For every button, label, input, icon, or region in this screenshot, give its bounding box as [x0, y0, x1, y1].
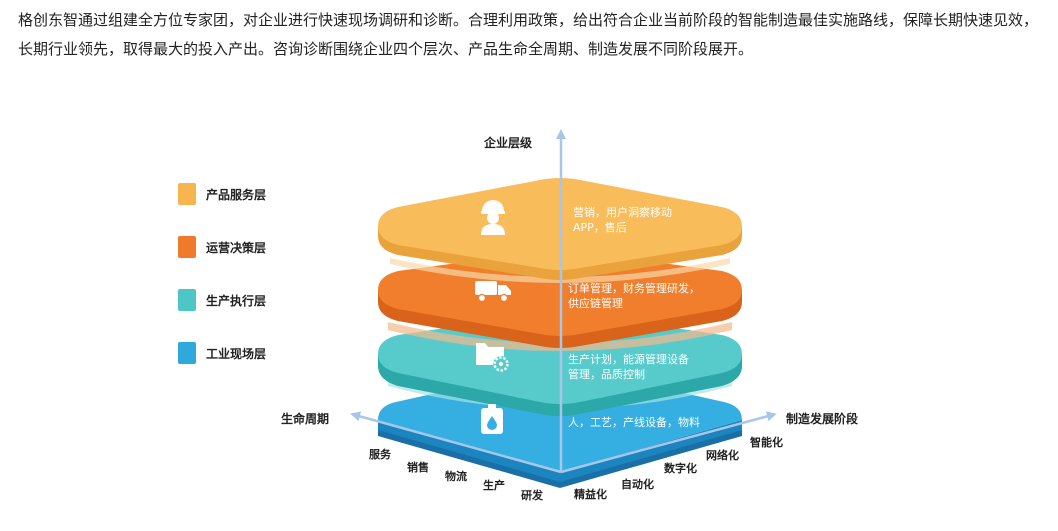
- axis-label-right: 制造发展阶段: [786, 411, 859, 426]
- lifecycle-stage-label: 物流: [445, 469, 467, 483]
- canister-icon: [481, 404, 503, 434]
- lifecycle-stage-label: 销售: [407, 460, 429, 474]
- layer-shadow: [388, 378, 732, 409]
- layer-text-operation-decision-line2: 供应链管理: [568, 296, 623, 310]
- development-stage-label: 数字化: [664, 461, 697, 475]
- legend-label-industrial-field: 工业现场层: [206, 346, 266, 361]
- axis-label-vertical: 企业层级: [483, 135, 532, 150]
- lifecycle-stage-label: 生产: [483, 478, 505, 492]
- legend-swatch-production-execution: [178, 289, 196, 311]
- layer-text-production-execution-line1: 生产计划，能源管理设备: [568, 352, 689, 366]
- layer-text-production-execution-line2: 管理，品质控制: [568, 367, 645, 381]
- legend-swatch-industrial-field: [178, 342, 196, 364]
- legend-swatch-operation-decision: [178, 236, 196, 258]
- folder-gear-icon: [476, 343, 509, 372]
- left-axis: [350, 411, 562, 474]
- legend-item-operation-decision: 运营决策层: [178, 236, 266, 258]
- development-stage-label: 智能化: [750, 435, 783, 449]
- truck-icon: [475, 281, 511, 303]
- legend-label-operation-decision: 运营决策层: [206, 240, 266, 255]
- layer-shadow: [390, 258, 730, 283]
- worker-icon: [481, 200, 505, 235]
- development-stage-label: 自动化: [621, 477, 654, 491]
- layer-text-product-service-line1: 营销，用户洞察移动: [573, 205, 672, 219]
- lifecycle-stage-label: 服务: [369, 447, 392, 461]
- layer-text-product-service-line2: APP，售后: [573, 220, 627, 234]
- legend: 产品服务层 运营决策层 生产执行层 工业现场层: [178, 183, 266, 364]
- lifecycle-stage-label: 研发: [521, 488, 544, 502]
- layer-text-operation-decision-line1: 订单管理，财务管理研发，: [568, 281, 700, 295]
- axis-label-left: 生命周期: [281, 411, 329, 426]
- legend-item-product-service: 产品服务层: [178, 183, 266, 205]
- layer-text-industrial-field-line1: 人，工艺，产线设备，物料: [568, 415, 700, 429]
- development-stage-label: 精益化: [574, 487, 607, 501]
- right-axis: [560, 411, 777, 474]
- legend-item-industrial-field: 工业现场层: [178, 342, 266, 364]
- intro-paragraph: 格创东智通过组建全方位专家团，对企业进行快速现场调研和诊断。合理利用政策，给出符…: [18, 11, 1039, 58]
- legend-swatch-product-service: [178, 183, 196, 205]
- development-stage-label: 网络化: [706, 448, 739, 462]
- layer-shadow: [388, 322, 732, 351]
- legend-label-production-execution: 生产执行层: [206, 293, 266, 308]
- legend-label-product-service: 产品服务层: [206, 187, 266, 202]
- legend-item-production-execution: 生产执行层: [178, 289, 266, 311]
